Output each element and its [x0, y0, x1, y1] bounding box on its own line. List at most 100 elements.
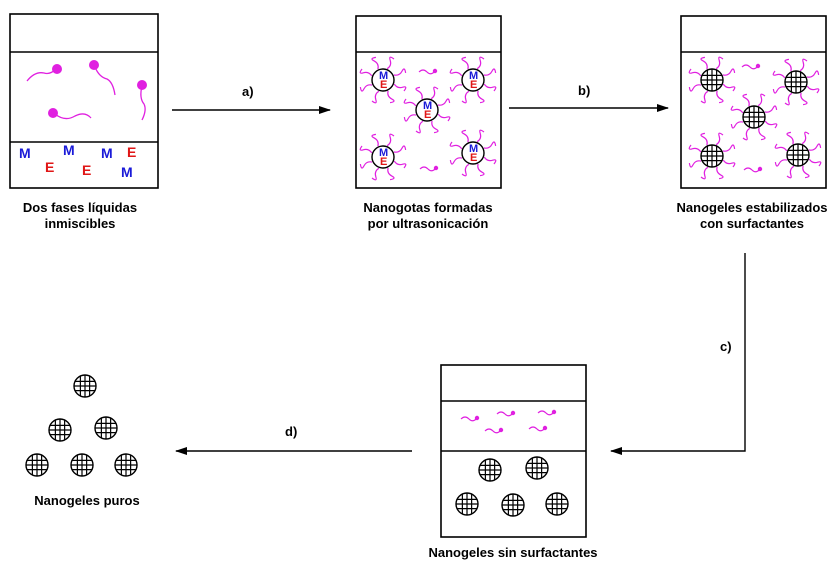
nanogel-particle — [478, 458, 502, 482]
surfactant-tail — [741, 64, 759, 70]
surfactant-tail — [371, 56, 379, 70]
nanogel-particle — [786, 143, 810, 167]
surfactant-tail — [799, 58, 808, 72]
droplet-shell — [461, 68, 485, 92]
surfactant-tail — [715, 132, 724, 146]
surfactant-tail — [483, 83, 497, 92]
surfactant-tail — [387, 90, 395, 104]
surfactant-tail — [461, 90, 470, 104]
surfactant-tail — [700, 90, 709, 104]
stage4-separated-phases — [455, 409, 569, 517]
surfactant-head — [542, 425, 548, 431]
surfactant-tail — [371, 133, 379, 147]
caption-line: con surfactantes — [700, 216, 804, 231]
surfactant-tail — [700, 132, 708, 146]
monomer-label: M — [423, 100, 432, 112]
surfactant-tail — [403, 114, 417, 122]
surfactant-tail — [722, 68, 736, 76]
surfactant-tail — [430, 86, 439, 100]
step-a-arrow: a) — [172, 84, 331, 114]
step-d-label: d) — [285, 424, 297, 439]
surfactant-halo — [403, 86, 451, 134]
free-surfactant — [743, 166, 763, 173]
stage5-caption: Nanogeles puros — [34, 493, 139, 508]
surfactant-tail — [757, 93, 766, 107]
surfactant-tail — [700, 56, 708, 70]
surfactant-head — [433, 165, 439, 171]
surfactant-tail — [688, 144, 702, 153]
surfactant-tail — [801, 131, 810, 145]
surfactant-head — [432, 68, 438, 74]
free-surfactant — [537, 409, 557, 416]
surfactant-tail — [477, 163, 485, 177]
surfactant-tail — [393, 145, 407, 153]
caption-line: Nanogotas formadas — [363, 200, 492, 215]
crosslinker-label: E — [82, 162, 91, 178]
crosslinker-label: E — [470, 79, 477, 91]
nanodroplet: ME — [461, 68, 485, 92]
surfactant-tail — [483, 156, 497, 165]
surfactant-tail — [449, 68, 463, 77]
stage1-caption: Dos fases líquidas inmiscibles — [23, 200, 137, 231]
surfactant-tail — [449, 157, 463, 165]
nanogel-particle — [501, 493, 525, 517]
nanogel-particle — [700, 68, 724, 92]
surfactant-tail — [403, 98, 417, 107]
surfactant-tail — [764, 120, 778, 129]
surfactant-tail — [742, 93, 750, 107]
nanodroplet: ME — [371, 145, 395, 169]
stage3-caption: Nanogeles estabilizados con surfactantes — [677, 200, 828, 231]
caption-line: Nanogeles puros — [34, 493, 139, 508]
surfactant-tail — [688, 84, 702, 92]
nanodroplet: ME — [461, 141, 485, 165]
droplet-shell — [415, 98, 439, 122]
surfactant-halo — [774, 131, 822, 179]
surfactant-tail — [688, 68, 702, 77]
free-surfactant — [741, 63, 761, 70]
surfactant-halo — [449, 129, 497, 177]
stage1-surfactants — [26, 60, 147, 121]
stage5-pure-nanogels — [25, 374, 138, 477]
surfactant-tail — [476, 56, 485, 70]
nanogel-particle — [70, 453, 94, 477]
surfactant-tail — [758, 127, 766, 141]
droplet-shell — [371, 145, 395, 169]
surfactant-tail — [722, 144, 736, 152]
stage1-lower-phase: M M M M E E E — [19, 142, 136, 180]
step-c-label: c) — [720, 339, 732, 354]
surfactant-halo — [359, 56, 407, 104]
surfactant-tail — [786, 165, 795, 179]
surfactant-tail — [808, 158, 822, 167]
surfactant-tail — [496, 411, 514, 417]
nanodroplet: ME — [371, 68, 395, 92]
surfactant-head — [474, 415, 480, 421]
nanogel-particle — [114, 453, 138, 477]
surfactant-tail — [461, 129, 469, 143]
crosslinker-label: E — [470, 152, 477, 164]
surfactant-tail — [784, 58, 792, 72]
surfactant-tail — [437, 113, 451, 122]
surfactant-tail — [371, 167, 380, 181]
caption-line: inmiscibles — [45, 216, 116, 231]
monomer-label: M — [469, 70, 478, 82]
surfactant-halo — [359, 133, 407, 181]
surfactant-tail — [483, 141, 497, 149]
surfactant-tail — [387, 167, 395, 181]
surfactant-tail — [460, 416, 478, 422]
stage3-nanogels — [688, 56, 822, 180]
monomer-label: M — [379, 70, 388, 82]
surfactant-tail — [772, 70, 786, 79]
surfactant-tail — [774, 143, 788, 152]
crosslinker-label: E — [424, 109, 431, 121]
nanogel-particle — [700, 144, 724, 168]
stage1-beaker — [9, 13, 159, 189]
droplet-shell — [371, 68, 395, 92]
caption-line: Nanogeles sin surfactantes — [428, 545, 597, 560]
surfactant-halo — [688, 132, 736, 180]
nanogel-particle — [455, 492, 479, 516]
surfactant-tail — [784, 92, 793, 106]
crosslinker-label: E — [127, 144, 136, 160]
nanogel-particle — [94, 416, 118, 440]
